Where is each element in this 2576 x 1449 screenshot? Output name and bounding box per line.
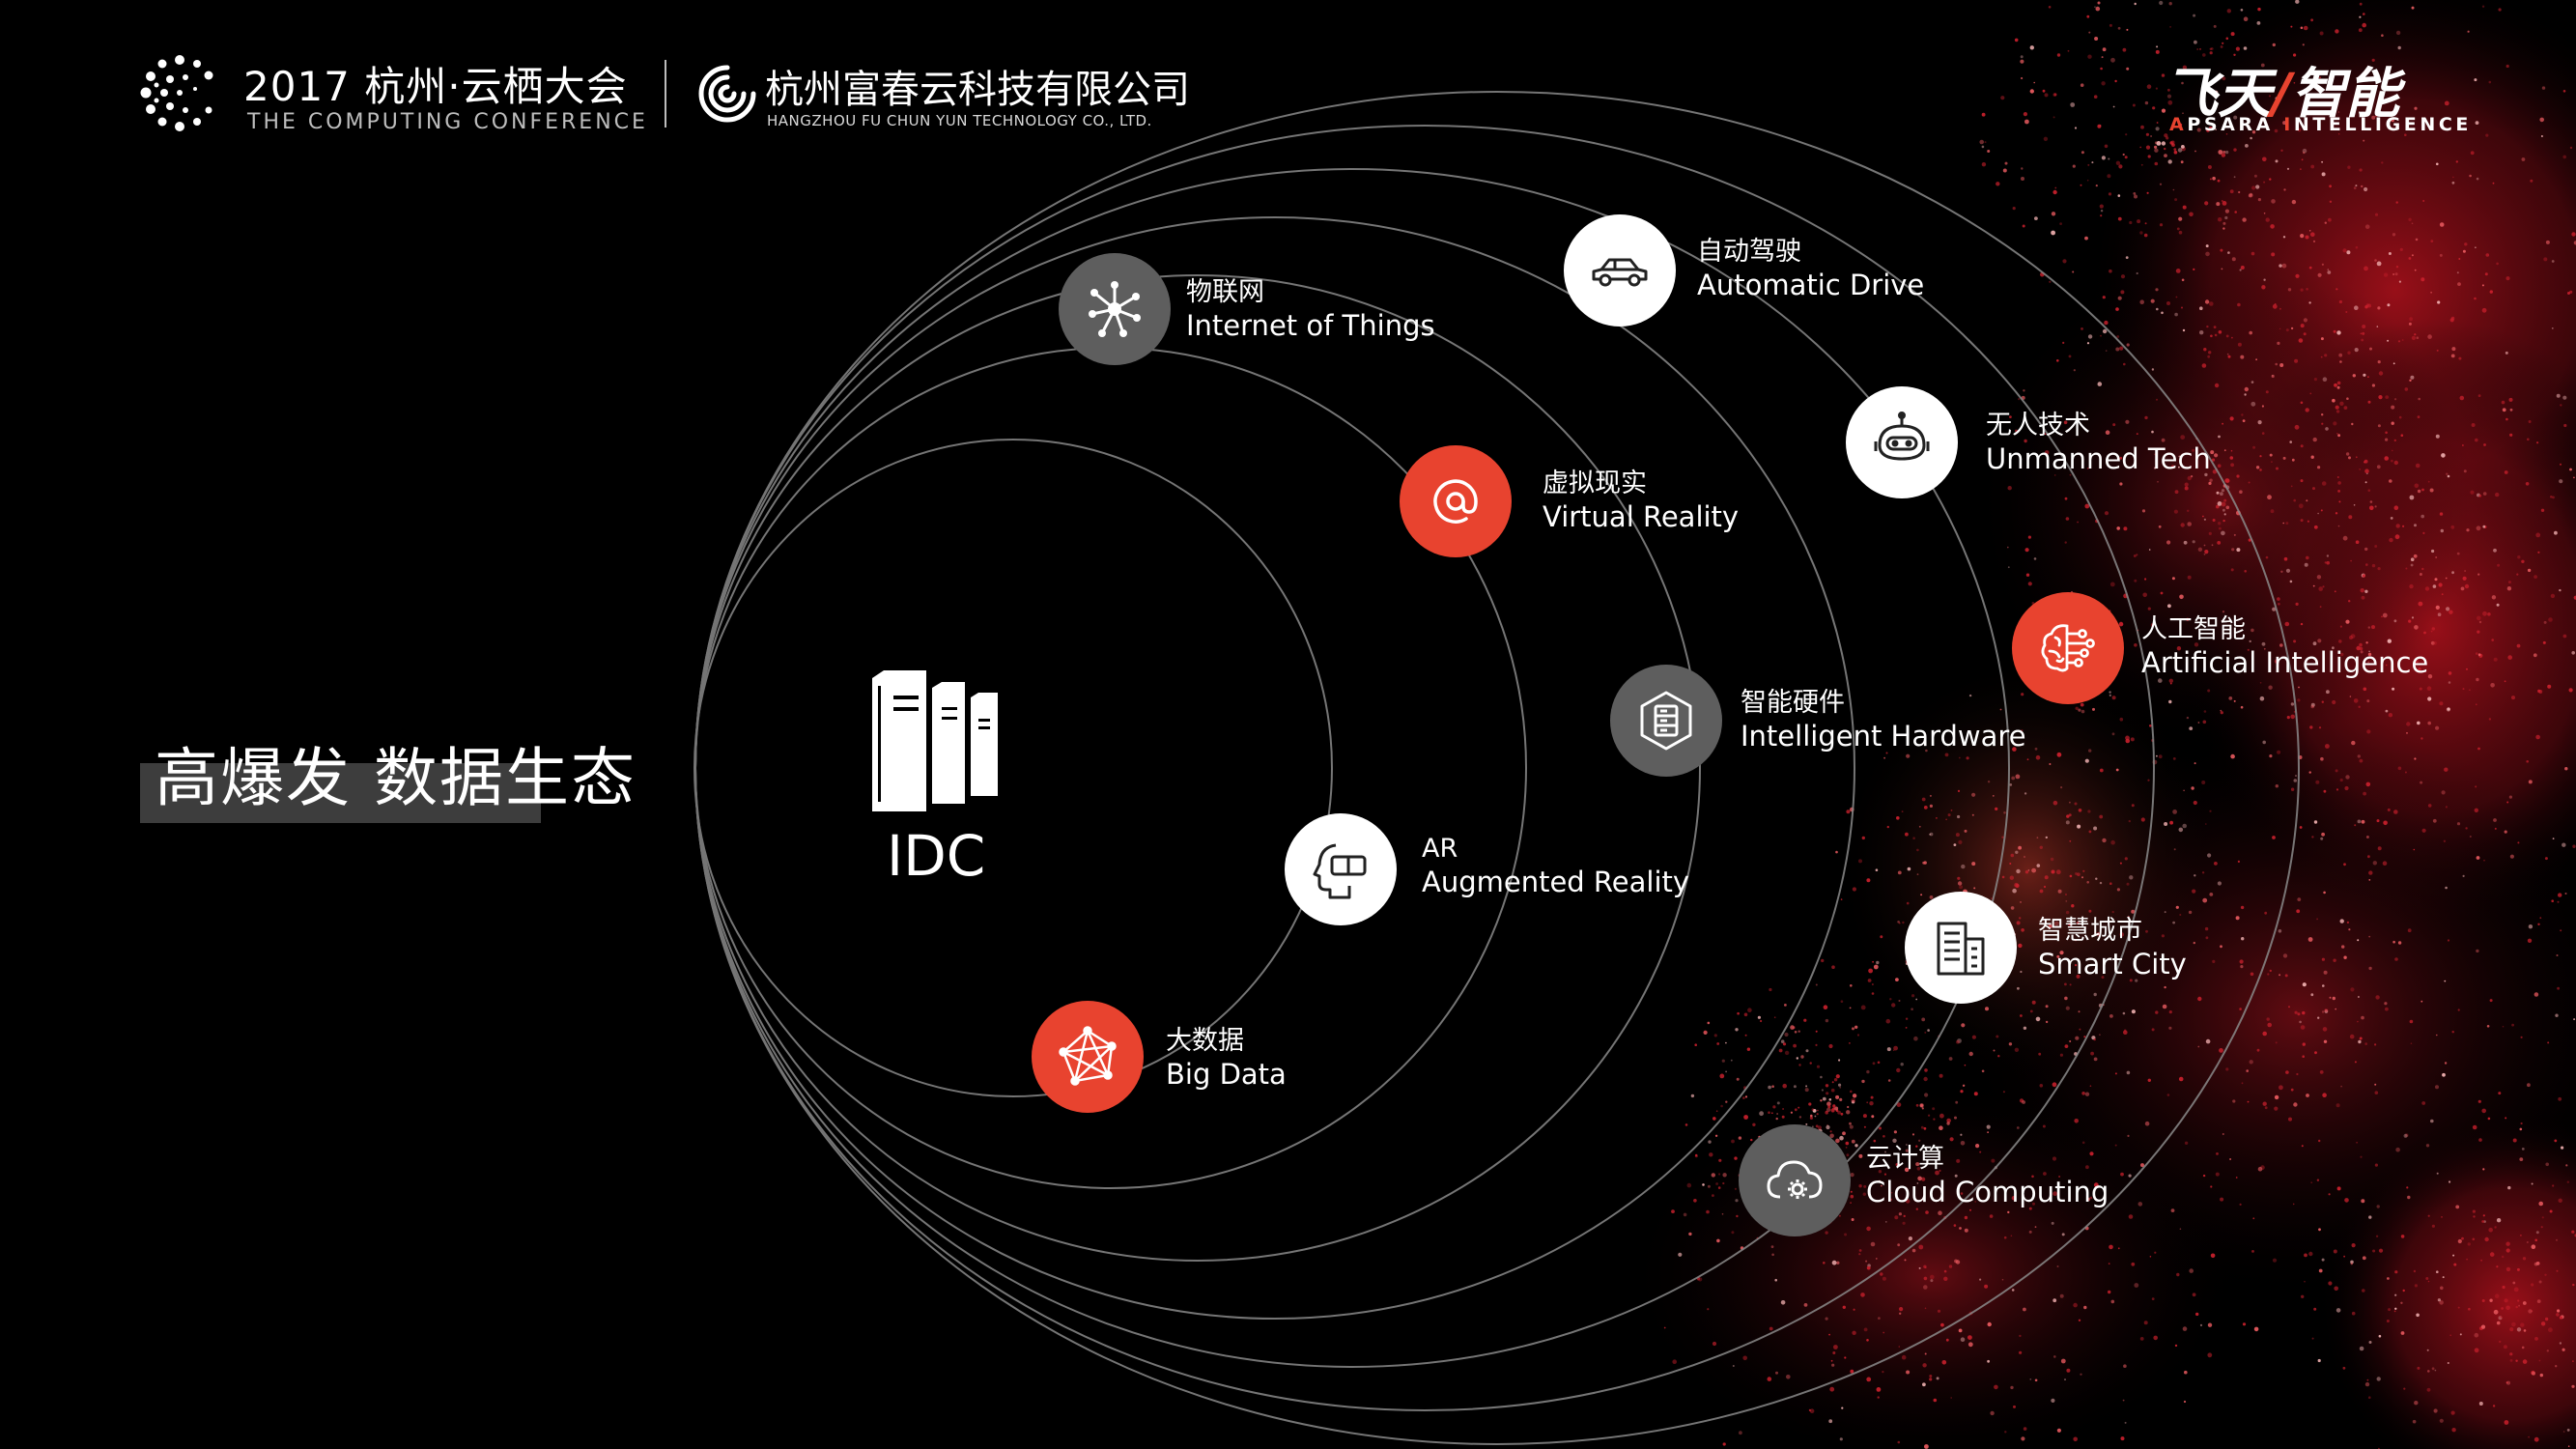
company-name: 杭州富春云科技有限公司 [765,58,1190,114]
node-label-en: Smart City [2038,948,2187,980]
node-label-en: Big Data [1166,1058,1287,1091]
node-label-zh: AR [1422,833,1689,866]
server-rack-icon [864,667,1019,821]
node-label-zh: 人工智能 [2141,613,2428,646]
brain-circuit-icon [2012,592,2124,704]
node-label-en: Automatic Drive [1697,269,1924,301]
brand-sub-c: I [2283,114,2294,135]
orbit-ring [695,275,1700,1261]
hardware-hex-icon [1610,665,1722,777]
conference-title: 2017 杭州·云栖大会 [243,54,628,113]
buildings-icon [1905,892,2017,1004]
brand-sub-a: A [2169,114,2187,135]
car-icon [1564,214,1676,327]
node-label-artificial-intelligence: 人工智能 Artificial Intelligence [2141,613,2428,679]
conference-logo [137,50,222,135]
cloud-gear-icon [1739,1124,1851,1236]
brand-subtitle: APSARA INTELLIGENCE [2169,114,2472,135]
headline: 高爆发 数据生态 [155,726,637,819]
brand-sub-d: NTELLIGENCE [2294,114,2472,135]
idc-label: IDC [887,823,985,889]
node-label-en: Intelligent Hardware [1741,720,2026,753]
node-label-zh: 大数据 [1166,1025,1287,1058]
node-label-cloud-computing: 云计算 Cloud Computing [1866,1143,2109,1208]
brand-sub-b: PSARA [2187,114,2283,135]
node-label-zh: 自动驾驶 [1697,236,1924,269]
node-label-augmented-reality: AR Augmented Reality [1422,833,1689,898]
header-divider [665,60,666,128]
node-label-zh: 云计算 [1866,1143,2109,1176]
robot-icon [1846,386,1958,498]
data-mesh-icon [1032,1001,1144,1113]
node-label-smart-city: 智慧城市 Smart City [2038,915,2187,980]
node-label-intelligent-hardware: 智能硬件 Intelligent Hardware [1741,687,2026,753]
node-label-zh: 物联网 [1186,276,1435,309]
node-label-zh: 无人技术 [1986,410,2211,442]
conference-subtitle: THE COMPUTING CONFERENCE [247,110,648,134]
node-label-unmanned-tech: 无人技术 Unmanned Tech [1986,410,2211,475]
node-label-big-data: 大数据 Big Data [1166,1025,1287,1091]
node-label-en: Virtual Reality [1543,500,1739,533]
at-sign-icon [1400,445,1512,557]
company-name-en: HANGZHOU FU CHUN YUN TECHNOLOGY CO., LTD… [767,112,1152,129]
node-label-en: Cloud Computing [1866,1176,2109,1208]
ar-headset-icon [1285,813,1397,925]
node-label-virtual-reality: 虚拟现实 Virtual Reality [1543,468,1739,533]
node-label-en: Artificial Intelligence [2141,646,2428,679]
node-label-automatic-drive: 自动驾驶 Automatic Drive [1697,236,1924,301]
node-label-zh: 智慧城市 [2038,915,2187,948]
node-label-iot: 物联网 Internet of Things [1186,276,1435,342]
company-logo [694,60,761,128]
node-label-zh: 虚拟现实 [1543,468,1739,500]
node-label-zh: 智能硬件 [1741,687,2026,720]
node-label-en: Unmanned Tech [1986,442,2211,475]
network-hub-icon [1059,253,1171,365]
node-label-en: Internet of Things [1186,309,1435,342]
node-label-en: Augmented Reality [1422,866,1689,898]
